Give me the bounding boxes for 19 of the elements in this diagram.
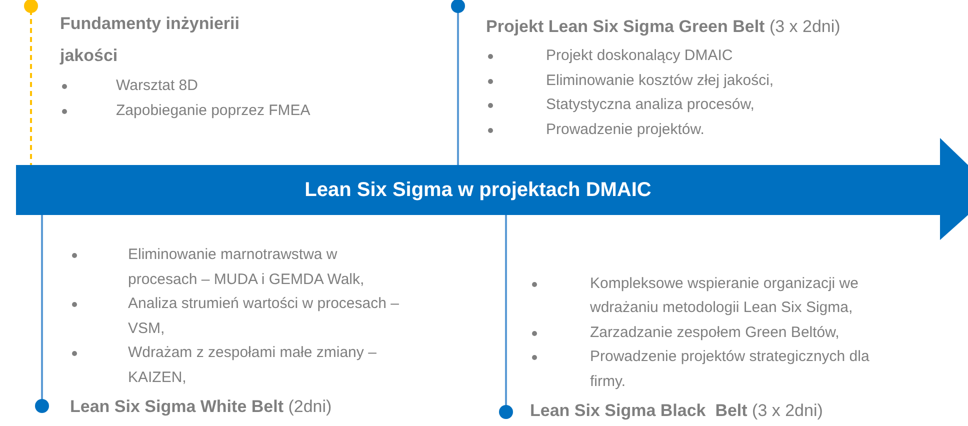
bullet-item: Wdrażam z zespołami małe zmiany – KAIZEN, xyxy=(128,344,376,386)
milestone-heading: Fundamenty inżynierii jakości xyxy=(60,13,240,67)
bullet-item: Prowadzenie projektów strategicznych dla firmy. xyxy=(590,348,870,390)
timeline-label: Lean Six Sigma w projektach DMAIC xyxy=(304,178,652,202)
milestone-heading: Projekt Lean Six Sigma Green Belt (3 x 2dni) xyxy=(486,16,842,38)
bullet-item: Projekt doskonalący DMAIC xyxy=(546,47,733,64)
bullet-item: Eliminowanie kosztów złej jakości, xyxy=(546,72,774,88)
connector-line xyxy=(30,12,32,168)
bullet-item: Prowadzenie projektów. xyxy=(546,120,704,138)
milestone-heading: Lean Six Sigma White Belt (2dni) xyxy=(70,396,333,418)
bullet-item: Eliminowanie marnotrawstwa w procesach – MUDA i GEMDA Walk, xyxy=(128,246,364,288)
bullet-item: Zarzadzanie zespołem Green Beltów, xyxy=(590,324,840,340)
bullet-item: Zapobieganie poprzez FMEA xyxy=(116,102,310,118)
milestone-heading: Lean Six Sigma Black Belt (3 x 2dni) xyxy=(530,400,824,422)
connector-line xyxy=(457,12,459,168)
bullet-item: Kompleksowe wspieranie organizacji we wdrażaniu metodologii Lean Six Sigma, xyxy=(590,274,858,316)
bullet-item: Warsztat 8D xyxy=(116,77,198,94)
bullet-item: Statystyczna analiza procesów, xyxy=(546,96,754,113)
bullet-item: Analiza strumień wartości w procesach – VSM, xyxy=(128,295,399,336)
